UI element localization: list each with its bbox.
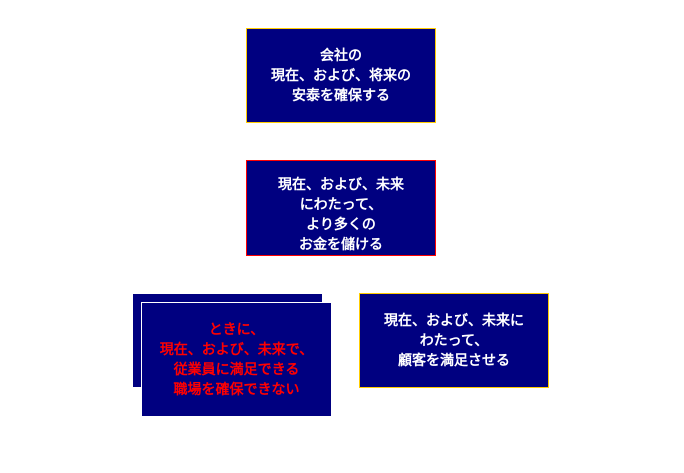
goal-box-company-security: 会社の 現在、および、将来の 安泰を確保する: [246, 28, 436, 123]
constraint-box-employee-workplace: ときに、 現在、および、未来で、 従業員に満足できる 職場を確保できない: [141, 302, 331, 416]
goal-box-make-money: 現在、および、未来 にわたって、 より多くの お金を儲ける: [246, 160, 436, 256]
goal-box-customer-satisfaction: 現在、および、未来に わたって、 顧客を満足させる: [359, 293, 549, 388]
